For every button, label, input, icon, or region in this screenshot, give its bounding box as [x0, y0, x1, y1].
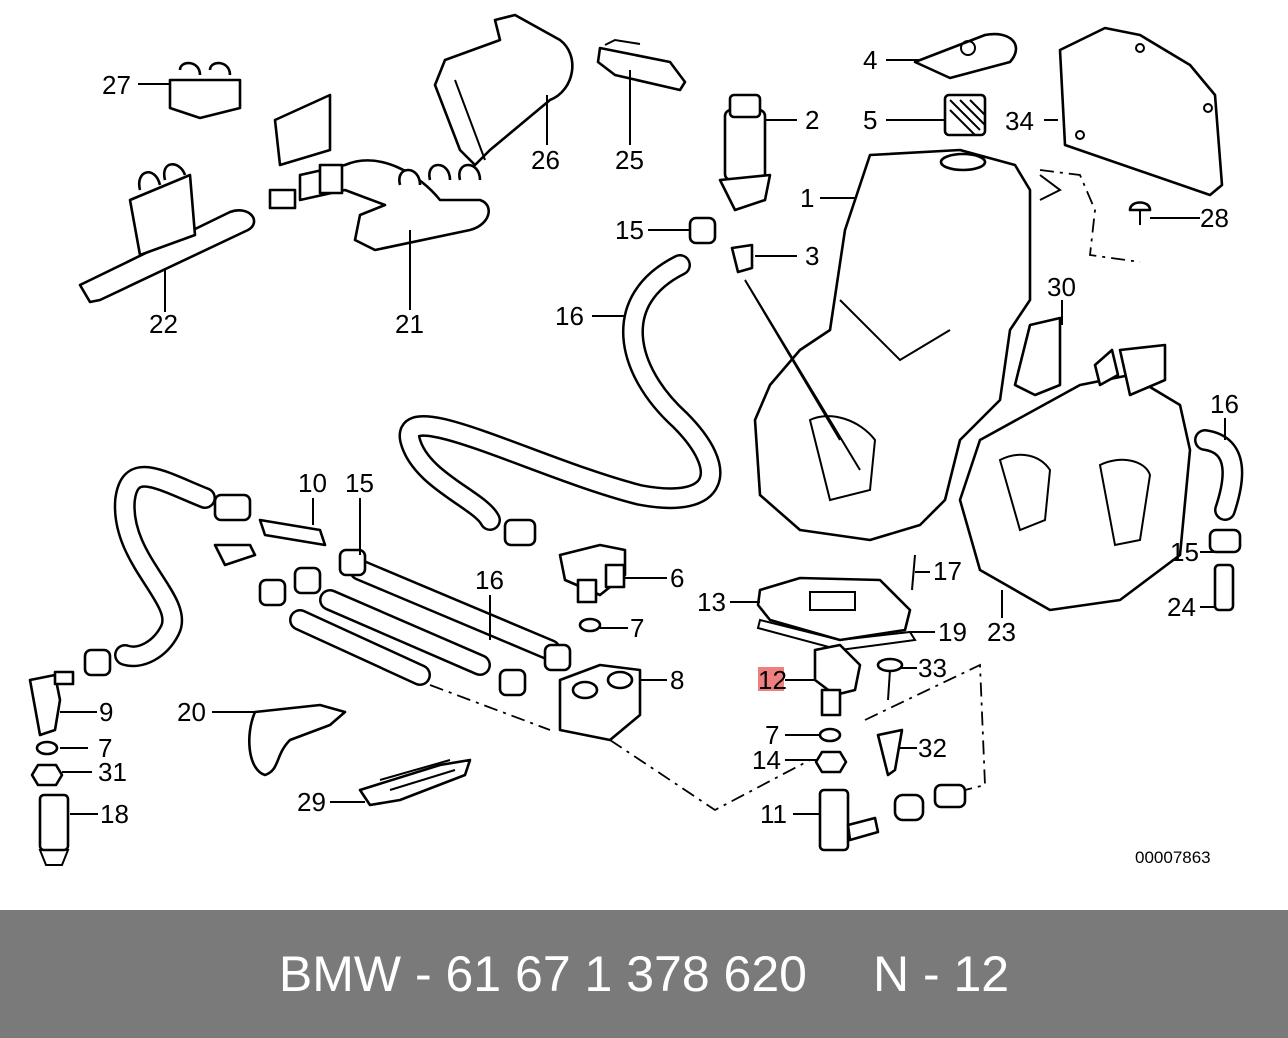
part-number: BMW - 61 67 1 378 620: [278, 946, 807, 1002]
callout-16-upper: 16: [555, 301, 584, 331]
gasket-19: [756, 618, 917, 652]
clip-20: [248, 703, 347, 777]
callout-4: 4: [863, 45, 877, 75]
nozzle-9: [28, 670, 75, 737]
callout-labels: 27 26 25 2 4 5 34 22 21 15 1 3 28 16 30 …: [98, 45, 1239, 867]
callout-7-bottom: 7: [765, 720, 779, 750]
callout-29: 29: [297, 787, 326, 817]
cover-13: [756, 576, 912, 642]
callout-27: 27: [102, 70, 131, 100]
nozzle-18: [38, 793, 70, 866]
nozzle-11: [818, 788, 880, 852]
callout-10: 10: [298, 468, 327, 498]
hose-16-right: [1194, 429, 1244, 521]
bracket-22: [78, 163, 256, 304]
callout-2: 2: [805, 105, 819, 135]
distributor-8: [558, 663, 642, 742]
bracket-25: [596, 38, 687, 92]
bracket-26: [433, 13, 574, 167]
valve-12: [813, 643, 862, 717]
callout-15-top: 15: [615, 215, 644, 245]
clips-small: [83, 216, 717, 697]
callout-6: 6: [670, 563, 684, 593]
callout-3: 3: [805, 241, 819, 271]
diagram-position: N - 12: [872, 946, 1010, 1002]
callout-21: 21: [395, 309, 424, 339]
cap-4: [913, 32, 1018, 80]
callout-9: 9: [99, 697, 113, 727]
part-info-bar: BMW - 61 67 1 378 620 N - 12: [0, 910, 1288, 1038]
grommet-3: [730, 243, 754, 274]
callout-34: 34: [1005, 106, 1034, 136]
callout-12-highlight: [758, 667, 784, 691]
callout-25: 25: [615, 145, 644, 175]
callout-24: 24: [1167, 592, 1196, 622]
panel-30: [1013, 316, 1062, 397]
strainer-5: [943, 93, 987, 137]
connector-6: [558, 543, 627, 604]
callout-13: 13: [697, 587, 726, 617]
callout-16-lower: 16: [475, 565, 504, 595]
callout-7-top: 7: [630, 613, 644, 643]
pump-2: [718, 93, 772, 212]
callout-31: 31: [98, 757, 127, 787]
callout-19: 19: [938, 617, 967, 647]
callout-28: 28: [1200, 203, 1229, 233]
callout-20: 20: [177, 697, 206, 727]
small-parts: [30, 201, 1242, 822]
callout-16-right: 16: [1210, 389, 1239, 419]
callout-14: 14: [752, 745, 781, 775]
callout-33: 33: [918, 653, 947, 683]
clip-27: [168, 61, 242, 120]
callout-32: 32: [918, 733, 947, 763]
callout-15-mid: 15: [345, 468, 374, 498]
callout-17: 17: [933, 556, 962, 586]
hose-16-lower: [289, 559, 561, 686]
reservoir-1: [753, 148, 1062, 542]
callout-8: 8: [670, 665, 684, 695]
callout-5: 5: [863, 105, 877, 135]
clip-29: [358, 758, 472, 807]
diagram-reference-number: 00007863: [1135, 848, 1211, 867]
callout-30: 30: [1047, 272, 1076, 302]
parts-diagram: 27 26 25 2 4 5 34 22 21 15 1 3 28 16 30 …: [28, 13, 1244, 867]
callout-11: 11: [760, 799, 787, 829]
callout-15-right: 15: [1170, 537, 1199, 567]
callout-18: 18: [100, 799, 129, 829]
callout-23: 23: [987, 617, 1016, 647]
bracket-21: [268, 93, 490, 252]
hose-16-upper: [398, 254, 722, 531]
hose-left-loop: [113, 465, 216, 668]
gasket-34: [1058, 26, 1224, 197]
leader-lines: [60, 59, 1235, 815]
callout-22: 22: [149, 309, 178, 339]
callout-7-left: 7: [98, 733, 112, 763]
callout-12: 12: [758, 665, 787, 695]
callout-26: 26: [531, 145, 560, 175]
callout-1: 1: [800, 183, 814, 213]
reservoir-23: [958, 343, 1192, 612]
dashed-lines: [429, 169, 1141, 812]
